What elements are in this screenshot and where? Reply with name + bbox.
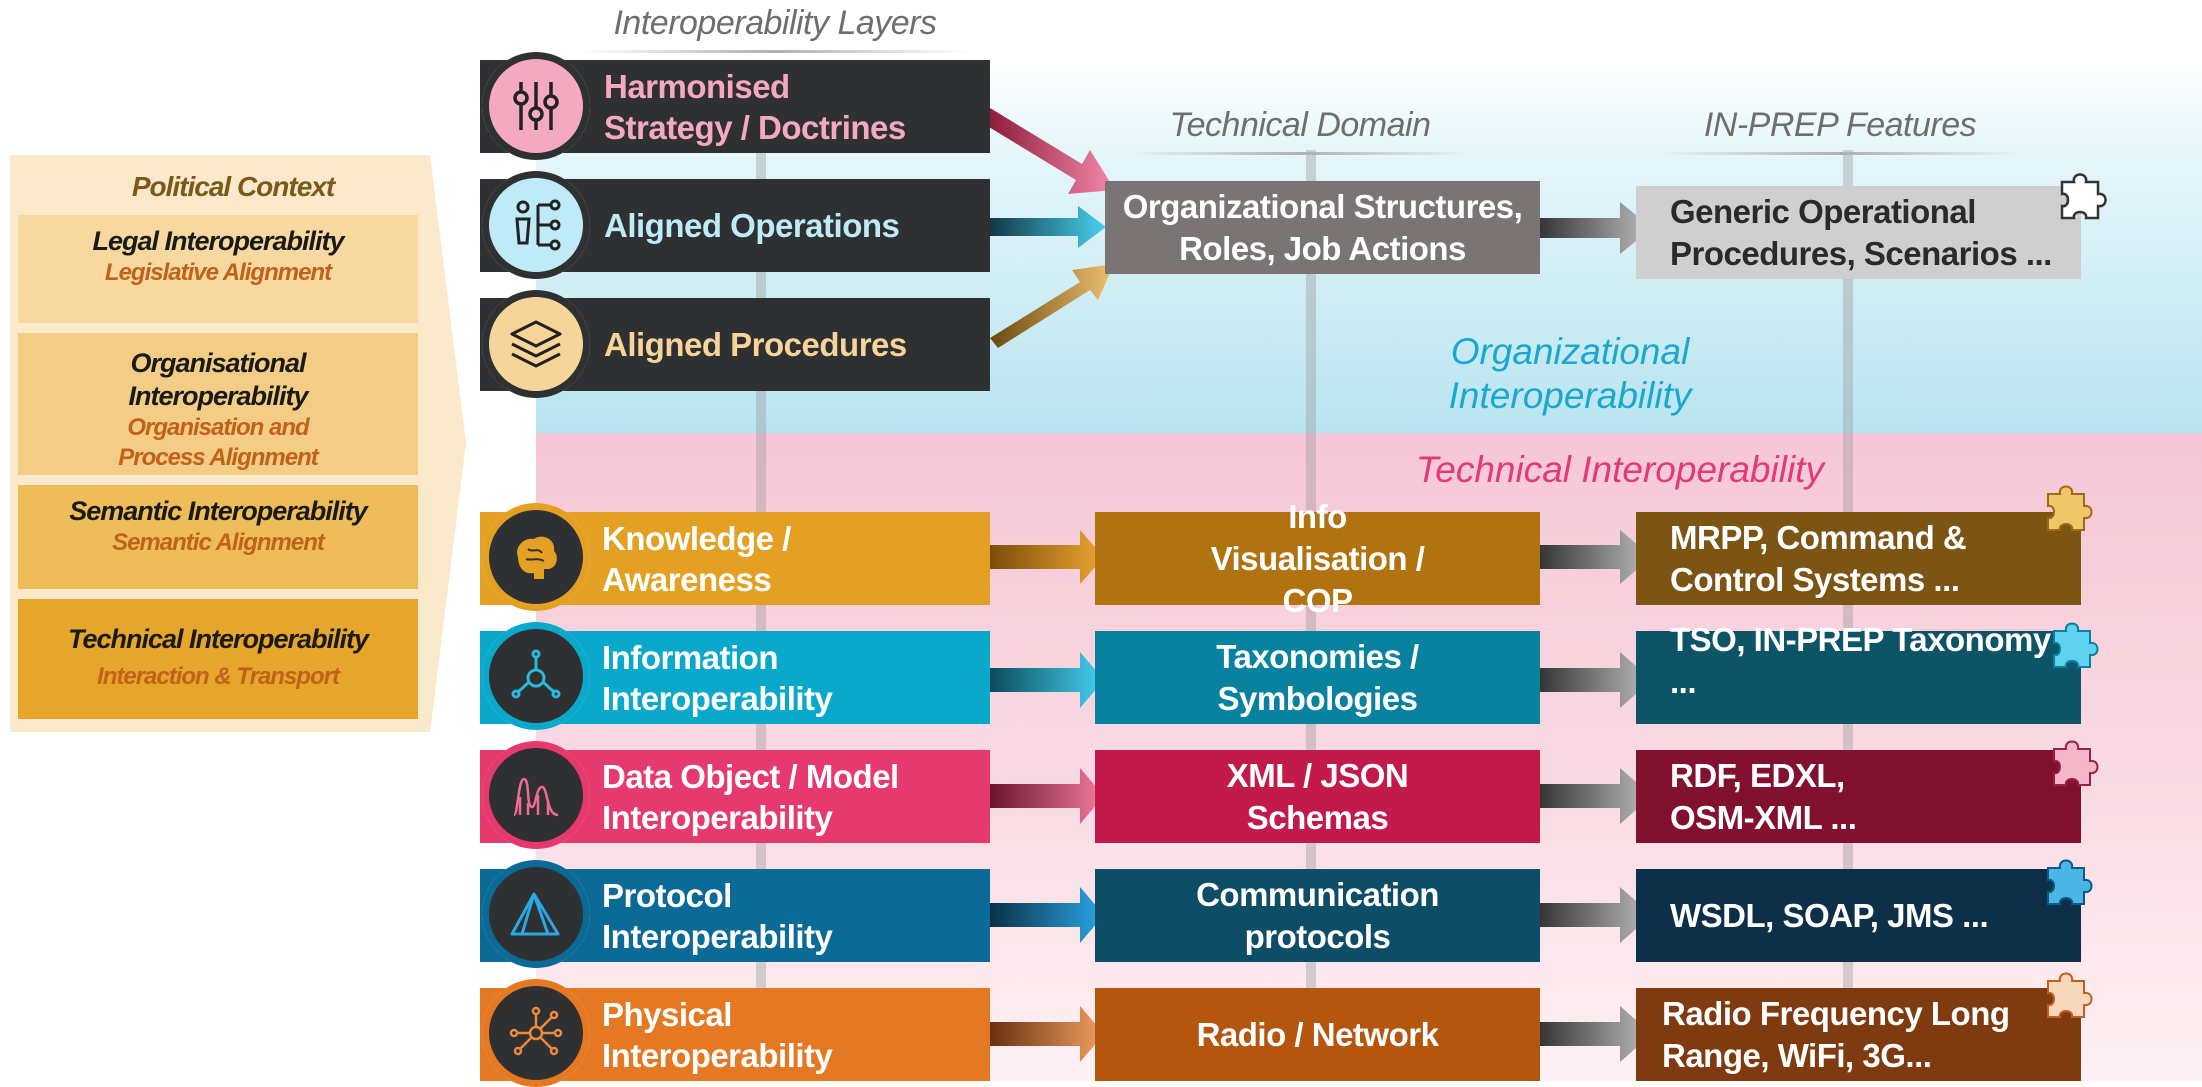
hub-icon-circle bbox=[482, 979, 590, 1087]
organisational-interoperability-card: Organisational Interoperability Organisa… bbox=[18, 333, 418, 475]
header-in-prep-features: IN-PREP Features bbox=[1660, 106, 2020, 155]
brain-icon bbox=[482, 503, 590, 611]
waveform-icon bbox=[482, 741, 590, 849]
hierarchy-icon bbox=[482, 171, 590, 279]
technical-interoperability-card: Technical Interoperability Interaction &… bbox=[18, 599, 418, 719]
puzzle-icon-knowledge bbox=[2047, 485, 2093, 531]
network-node-icon-circle bbox=[482, 622, 590, 730]
sliders-icon-circle bbox=[482, 52, 590, 160]
layer-aligned-operations-label: Aligned Operations bbox=[604, 207, 900, 244]
feature-generic-procedures-label: Generic Operational Procedures, Scenario… bbox=[1670, 192, 2052, 272]
feature-mrpp-label: MRPP, Command & Control Systems ... bbox=[1670, 518, 1967, 598]
domain-communication-protocols-label: Communication protocols bbox=[1196, 875, 1439, 955]
domain-xml-json: XML / JSON Schemas bbox=[1095, 750, 1540, 843]
hierarchy-icon-circle bbox=[482, 171, 590, 279]
domain-organizational-structures-label: Organizational Structures, Roles, Job Ac… bbox=[1122, 187, 1523, 267]
layer-physical-label: Physical Interoperability bbox=[602, 995, 833, 1074]
feature-tso-label: TSO, IN-PREP Taxonomy ... bbox=[1670, 620, 2051, 700]
organisational-sub: Organisation and Process Alignment bbox=[118, 414, 319, 471]
arrow-operations bbox=[990, 206, 1106, 248]
feature-rdf-label: RDF, EDXL, OSM-XML ... bbox=[1670, 756, 1857, 836]
political-context-title: Political Context bbox=[131, 171, 335, 202]
domain-taxonomies: Taxonomies / Symbologies bbox=[1095, 631, 1540, 724]
feature-wsdl-label: WSDL, SOAP, JMS ... bbox=[1670, 896, 1989, 934]
hub-icon bbox=[482, 979, 590, 1087]
network-node-icon bbox=[482, 622, 590, 730]
organisational-main: Organisational Interoperability bbox=[128, 348, 308, 411]
feature-rdf: RDF, EDXL, OSM-XML ... bbox=[1636, 750, 2081, 843]
technical-interoperability-label: Technical Interoperability bbox=[1416, 449, 1824, 490]
layer-knowledge-label: Knowledge / Awareness bbox=[602, 519, 791, 598]
waveform-icon-circle bbox=[482, 741, 590, 849]
puzzle-outline-icon bbox=[2060, 173, 2107, 220]
domain-organizational-structures: Organizational Structures, Roles, Job Ac… bbox=[1105, 181, 1540, 274]
domain-taxonomies-label: Taxonomies / Symbologies bbox=[1216, 637, 1419, 717]
domain-info-visualisation-label: Info Visualisation / COP bbox=[1210, 497, 1425, 619]
semantic-interoperability-card: Semantic Interoperability Semantic Align… bbox=[18, 485, 418, 589]
column-guide-domain bbox=[1306, 150, 1316, 1081]
legal-sub: Legislative Alignment bbox=[104, 259, 332, 286]
layer-data-object-label: Data Object / Model Interoperability bbox=[602, 757, 899, 836]
legal-interoperability-card: Legal Interoperability Legislative Align… bbox=[18, 215, 418, 323]
arrow-strategy bbox=[984, 108, 1115, 194]
column-guide-layers bbox=[756, 150, 766, 1081]
feature-generic-procedures: Generic Operational Procedures, Scenario… bbox=[1636, 186, 2081, 279]
layer-aligned-procedures-label: Aligned Procedures bbox=[604, 326, 907, 363]
header-features-text: IN-PREP Features bbox=[1703, 106, 1977, 144]
feature-wsdl: WSDL, SOAP, JMS ... bbox=[1636, 869, 2081, 962]
domain-radio-network-label: Radio / Network bbox=[1196, 1015, 1439, 1053]
header-technical-domain: Technical Domain bbox=[1130, 106, 1470, 155]
feature-tso: TSO, IN-PREP Taxonomy ... bbox=[1636, 621, 2081, 724]
puzzle-icon-protocol bbox=[2047, 859, 2093, 905]
organizational-interoperability-label: Organizational Interoperability bbox=[1448, 331, 1692, 416]
semantic-main: Semantic Interoperability bbox=[69, 496, 368, 526]
technical-sub: Interaction & Transport bbox=[97, 663, 340, 690]
semantic-sub: Semantic Alignment bbox=[112, 529, 325, 556]
layers-icon-circle bbox=[482, 290, 590, 398]
puzzle-icon-information bbox=[2053, 622, 2099, 668]
triangle-icon bbox=[482, 860, 590, 968]
arrow-org-feature bbox=[1538, 202, 1652, 254]
sliders-icon bbox=[482, 52, 590, 160]
header-domain-text: Technical Domain bbox=[1169, 106, 1432, 144]
layer-protocol-label: Protocol Interoperability bbox=[602, 876, 833, 955]
puzzle-icon-physical bbox=[2047, 972, 2093, 1018]
domain-radio-network: Radio / Network bbox=[1095, 988, 1540, 1081]
domain-communication-protocols: Communication protocols bbox=[1095, 869, 1540, 962]
arrow-procedures bbox=[990, 264, 1114, 348]
header-layers-text: Interoperability Layers bbox=[613, 4, 937, 42]
header-interoperability-layers: Interoperability Layers bbox=[580, 4, 970, 53]
puzzle-icon-data bbox=[2053, 740, 2099, 786]
political-context-panel: Political Context Legal Interoperability… bbox=[10, 155, 466, 732]
feature-radio-frequency-label: Radio Frequency Long Range, WiFi, 3G... bbox=[1662, 994, 2010, 1074]
feature-mrpp: MRPP, Command & Control Systems ... bbox=[1636, 512, 2081, 605]
legal-main: Legal Interoperability bbox=[92, 226, 344, 256]
layer-harmonised-strategy-label: Harmonised Strategy / Doctrines bbox=[604, 67, 906, 146]
triangle-icon-circle bbox=[482, 860, 590, 968]
domain-info-visualisation: Info Visualisation / COP bbox=[1095, 498, 1540, 619]
domain-xml-json-label: XML / JSON Schemas bbox=[1226, 756, 1409, 836]
feature-radio-frequency: Radio Frequency Long Range, WiFi, 3G... bbox=[1636, 988, 2081, 1081]
layers-icon bbox=[482, 290, 590, 398]
brain-icon-circle bbox=[482, 503, 590, 611]
layer-information-label: Information Interoperability bbox=[602, 638, 833, 717]
column-guide-features bbox=[1843, 150, 1853, 1081]
technical-arrows bbox=[990, 530, 1652, 1062]
technical-main: Technical Interoperability bbox=[67, 624, 369, 654]
